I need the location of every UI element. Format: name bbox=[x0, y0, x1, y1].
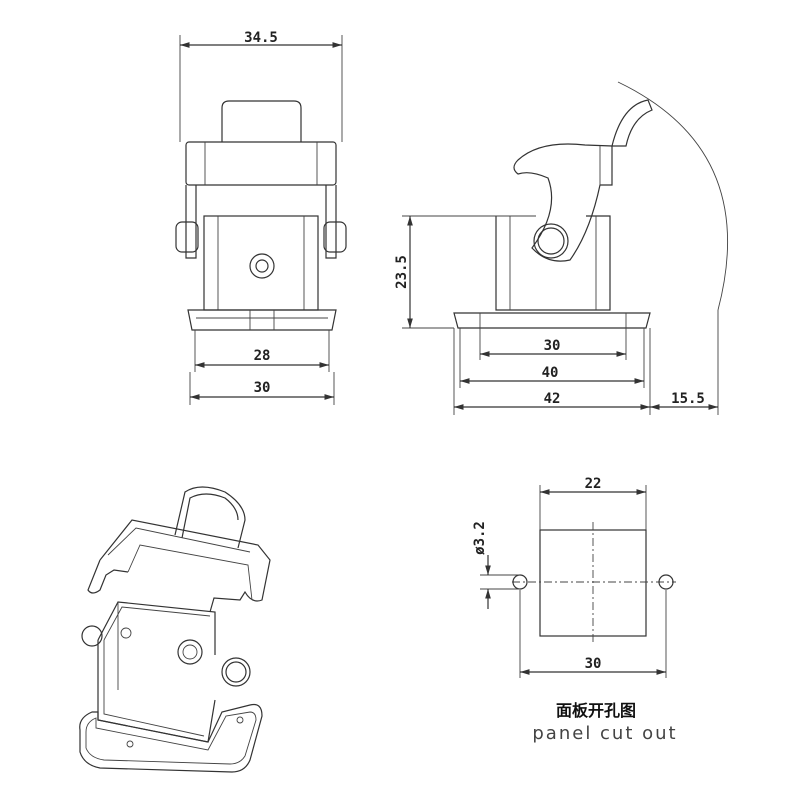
dim-cutout-width: 22 bbox=[585, 476, 602, 492]
panel-cutout-view: 22 ø3.2 30 面板开孔图 panel cut out bbox=[472, 476, 677, 744]
front-view: 34.5 28 30 bbox=[175, 30, 347, 405]
panel-cutout-title-cn: 面板开孔图 bbox=[556, 701, 636, 720]
dim-lever-clearance: 15.5 bbox=[671, 391, 705, 407]
dim-side-42: 42 bbox=[544, 391, 561, 407]
dim-height: 23.5 bbox=[394, 255, 410, 289]
dim-hole-spacing: 30 bbox=[585, 656, 602, 672]
dim-side-40: 40 bbox=[542, 365, 559, 381]
panel-cutout-title-en: panel cut out bbox=[532, 723, 677, 744]
mounting-hole-right bbox=[658, 574, 674, 590]
dim-hole-diameter: ø3.2 bbox=[472, 521, 488, 555]
dim-side-30: 30 bbox=[544, 338, 561, 354]
dim-inner-base-width: 28 bbox=[254, 348, 271, 364]
isometric-view bbox=[79, 486, 271, 773]
side-view: 23.5 30 40 42 15.5 bbox=[394, 81, 729, 415]
dim-top-width: 34.5 bbox=[244, 30, 278, 46]
dim-base-width: 30 bbox=[254, 380, 271, 396]
